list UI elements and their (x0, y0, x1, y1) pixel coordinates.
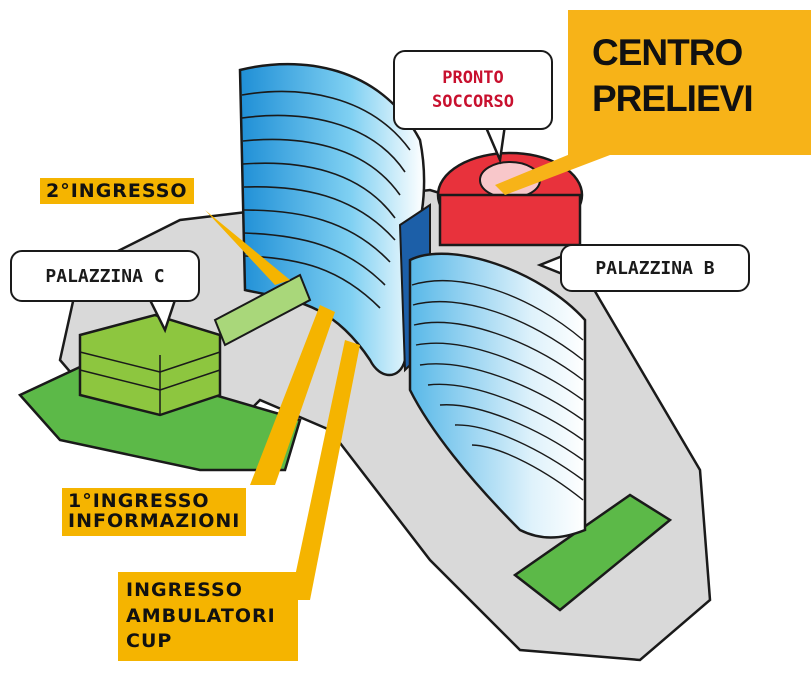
ambulatori-line-2: AMBULATORI (126, 604, 276, 627)
ambulatori-line-3: CUP (126, 630, 173, 653)
pronto-line-1: PRONTO (442, 68, 504, 88)
ingresso-ambulatori-label: INGRESSO AMBULATORI CUP (118, 572, 298, 661)
centro-line-2: PRELIEVI (592, 78, 754, 119)
palazzina-c-building (78, 313, 222, 417)
pronto-line-2: SOCCORSO (432, 92, 514, 112)
tower-floor-lines (241, 90, 411, 309)
palazzina-c-text: PALAZZINA C (45, 265, 165, 287)
ingresso-2-text: 2°INGRESSO (40, 178, 194, 204)
ingresso-1-line-1: 1°INGRESSO (68, 490, 210, 512)
ingresso-1-line-2: INFORMAZIONI (68, 509, 241, 532)
pronto-soccorso-bubble: PRONTO SOCCORSO (393, 50, 553, 130)
palazzina-b-bubble: PALAZZINA B (560, 244, 750, 292)
ambulatori-line-1: INGRESSO (126, 579, 243, 601)
palazzina-c-bubble: PALAZZINA C (10, 250, 200, 302)
centro-prelievi-label: CENTRO PRELIEVI (568, 10, 811, 155)
walkway (213, 273, 312, 347)
palazzina-b-text: PALAZZINA B (595, 257, 715, 279)
front-wing-floor-lines (411, 279, 584, 501)
ingresso-2-label: 2°INGRESSO (40, 178, 194, 204)
centro-line-1: CENTRO (592, 32, 743, 73)
lawn-bottom-right (512, 493, 673, 612)
ingresso-1-label: 1°INGRESSO INFORMAZIONI (62, 488, 247, 536)
